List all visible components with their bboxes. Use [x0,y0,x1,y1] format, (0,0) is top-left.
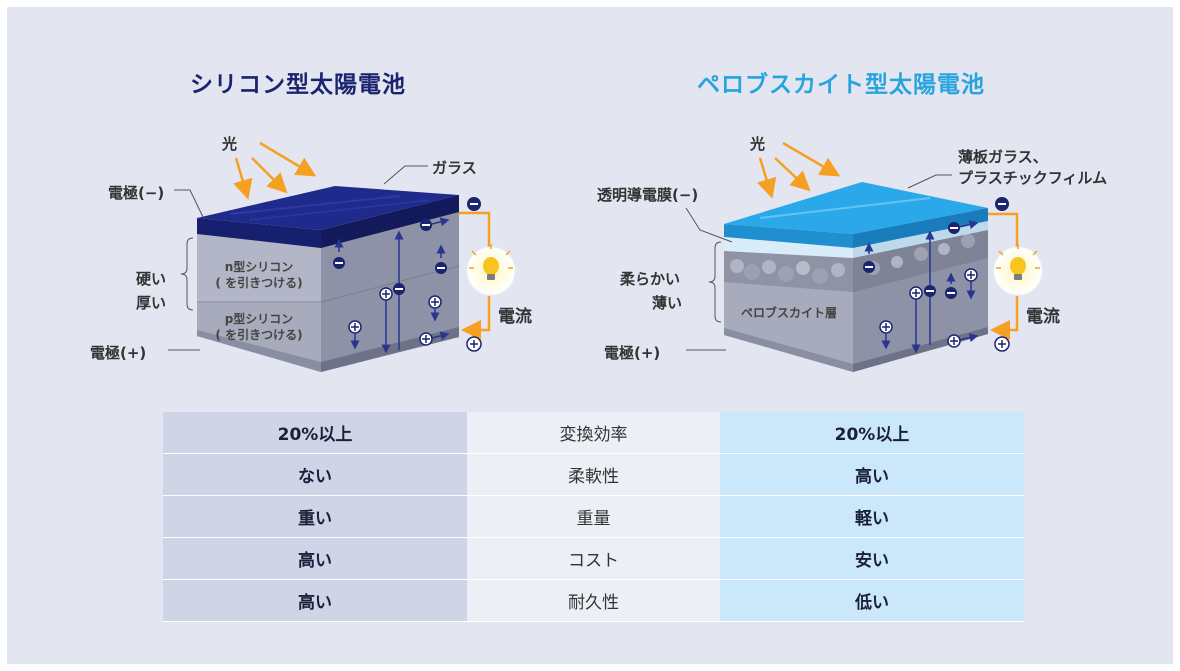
perovskite-value: 高い [720,453,1024,496]
silicon-title: シリコン型太陽電池 [190,72,406,98]
perovskite-value: 軽い [720,495,1024,538]
table-row: 20%以上 変換効率 20%以上 [163,412,1024,454]
silicon-value: 重い [163,495,467,538]
perovskite-glass-label-2: プラスチックフィルム [958,169,1108,187]
silicon-carriers [333,217,450,354]
silicon-hard-label: 硬い [136,270,167,288]
property-name: コスト [467,537,720,580]
silicon-brace [180,237,194,311]
comparison-table: 20%以上 変換効率 20%以上 ない 柔軟性 高い 重い 重量 軽い 高い コ… [163,412,1024,622]
silicon-light-label: 光 [222,135,238,153]
perovskite-layer-label: ペロブスカイト層 [740,306,837,320]
property-name: 重量 [467,495,720,538]
perovskite-value: 安い [720,537,1024,580]
electrode-minus-leader-line [174,189,204,218]
property-name: 耐久性 [467,579,720,622]
table-row: ない 柔軟性 高い [163,453,1024,496]
silicon-value: ない [163,453,467,496]
perovskite-thin-label: 薄い [652,294,683,312]
property-name: 柔軟性 [467,453,720,496]
perovskite-value: 20%以上 [720,412,1024,454]
table-row: 高い コスト 安い [163,537,1024,580]
silicon-circuit [459,197,516,352]
p-silicon-sub-label: ( を引きつける) [215,328,303,342]
silicon-value: 高い [163,579,467,622]
perovskite-light-label: 光 [750,135,766,153]
glass-leader-line [383,165,428,185]
silicon-light-arrows [233,141,317,200]
property-name: 変換効率 [467,412,720,454]
perovskite-brace [708,241,722,323]
perovskite-carriers [863,220,979,354]
silicon-value: 高い [163,537,467,580]
silicon-electrode-minus-label: 電極(−) [108,184,165,202]
perovskite-electrode-minus-label: 透明導電膜(−) [597,186,699,204]
perovskite-circuit [988,197,1043,352]
table-row: 高い 耐久性 低い [163,579,1024,622]
perovskite-soft-label: 柔らかい [620,270,681,288]
thin-glass-leader-line [907,174,952,189]
table-row: 重い 重量 軽い [163,495,1024,538]
silicon-value: 20%以上 [163,412,467,454]
transparent-film-leader-line [685,207,733,243]
comparison-diagram [168,141,1043,372]
perovskite-glass-label-1: 薄板ガラス、 [958,148,1048,166]
perovskite-light-arrows [757,141,841,199]
silicon-electrode-plus-label: 電極(+) [90,344,147,362]
p-silicon-label: p型シリコン [224,312,294,326]
silicon-thick-label: 厚い [136,294,167,312]
perovskite-title: ペロブスカイト型太陽電池 [697,72,985,98]
perovskite-value: 低い [720,579,1024,622]
silicon-glass-label: ガラス [432,159,477,177]
n-silicon-label: n型シリコン [224,260,294,274]
perovskite-electrode-plus-label: 電極(+) [604,344,661,362]
silicon-current-label: 電流 [498,307,532,327]
perovskite-current-label: 電流 [1026,307,1060,327]
n-silicon-sub-label: ( を引きつける) [215,276,303,290]
